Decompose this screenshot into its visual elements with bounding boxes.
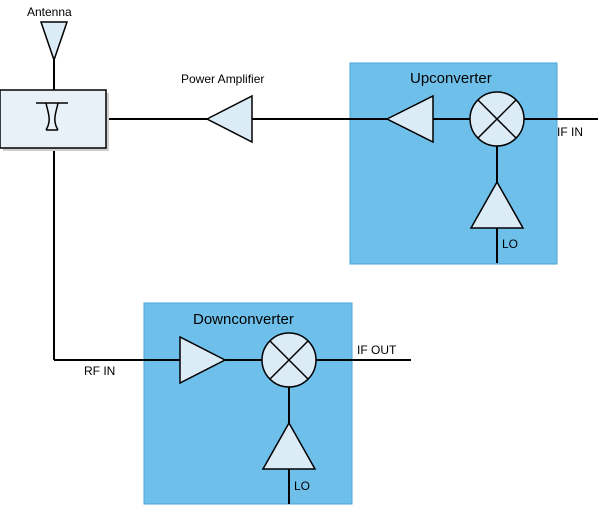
power-amplifier-icon <box>205 94 253 144</box>
rf-in-label: RF IN <box>84 364 115 378</box>
upconverter-lo-amplifier-icon <box>469 180 525 229</box>
downconverter-amplifier-icon <box>179 335 227 385</box>
if-out-label: IF OUT <box>357 343 397 357</box>
downconverter-title: Downconverter <box>193 311 294 328</box>
upconverter-block <box>349 62 558 265</box>
upconverter-mixer-icon <box>469 91 525 147</box>
upconverter-title: Upconverter <box>410 70 492 87</box>
downconverter-lo-amplifier-icon <box>261 421 317 470</box>
duplexer-symbol-icon <box>36 102 68 131</box>
power-amplifier-label: Power Amplifier <box>181 72 264 86</box>
duplexer-block <box>0 89 109 151</box>
antenna-icon <box>39 21 69 63</box>
if-in-label: IF IN <box>557 125 583 139</box>
downconverter-block <box>143 302 353 505</box>
antenna-label: Antenna <box>27 5 72 19</box>
downconverter-lo-label: LO <box>294 479 310 493</box>
upconverter-lo-label: LO <box>502 237 518 251</box>
upconverter-amplifier-icon <box>385 94 434 144</box>
downconverter-mixer-icon <box>261 332 317 388</box>
